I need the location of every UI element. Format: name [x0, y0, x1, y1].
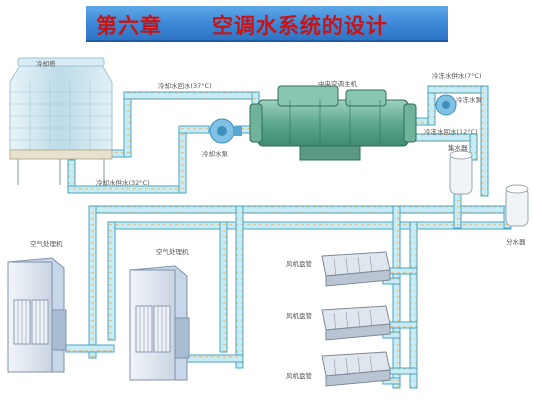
cooling-pump — [209, 118, 242, 144]
label-ahu-right: 空气处理机 — [156, 247, 189, 256]
cooling-tower — [9, 57, 113, 185]
label-chilled-supply: 冷冻水供水(7°C) — [432, 71, 482, 80]
air-handler-right — [129, 265, 190, 381]
label-distributor: 分水器 — [506, 237, 526, 246]
label-fcu-2: 风机盘管 — [286, 311, 313, 320]
label-cooling-tower: 冷却塔 — [36, 59, 56, 68]
distributor — [505, 184, 529, 227]
label-chilled-return: 冷冻水回水(12°C) — [424, 127, 478, 136]
label-fcu-1: 风机盘管 — [286, 259, 313, 268]
fan-coil-unit-1 — [321, 251, 391, 287]
label-cooling-supply: 冷却水供水(32°C) — [96, 178, 150, 187]
label-cooling-pump: 冷却水泵 — [202, 149, 229, 158]
label-fcu-3: 风机盘管 — [286, 371, 313, 380]
label-cooling-return: 冷却水回水(37°C) — [158, 81, 212, 90]
fan-coil-unit-3 — [321, 351, 391, 387]
chiller — [249, 85, 417, 161]
fan-coil-unit-2 — [321, 305, 391, 341]
label-collector: 集水器 — [448, 143, 468, 152]
pipe-network — [65, 85, 522, 389]
label-ahu-left: 空气处理机 — [30, 239, 63, 248]
chilled-pump — [435, 94, 457, 116]
title-bar: 第六章 空调水系统的设计 — [86, 6, 448, 42]
label-chilled-pump: 冷冻水泵 — [456, 95, 483, 104]
page-title: 第六章 空调水系统的设计 — [96, 13, 388, 38]
label-chiller: 中央空调主机 — [318, 79, 358, 88]
collector — [449, 150, 473, 195]
air-handler-left — [7, 257, 67, 373]
